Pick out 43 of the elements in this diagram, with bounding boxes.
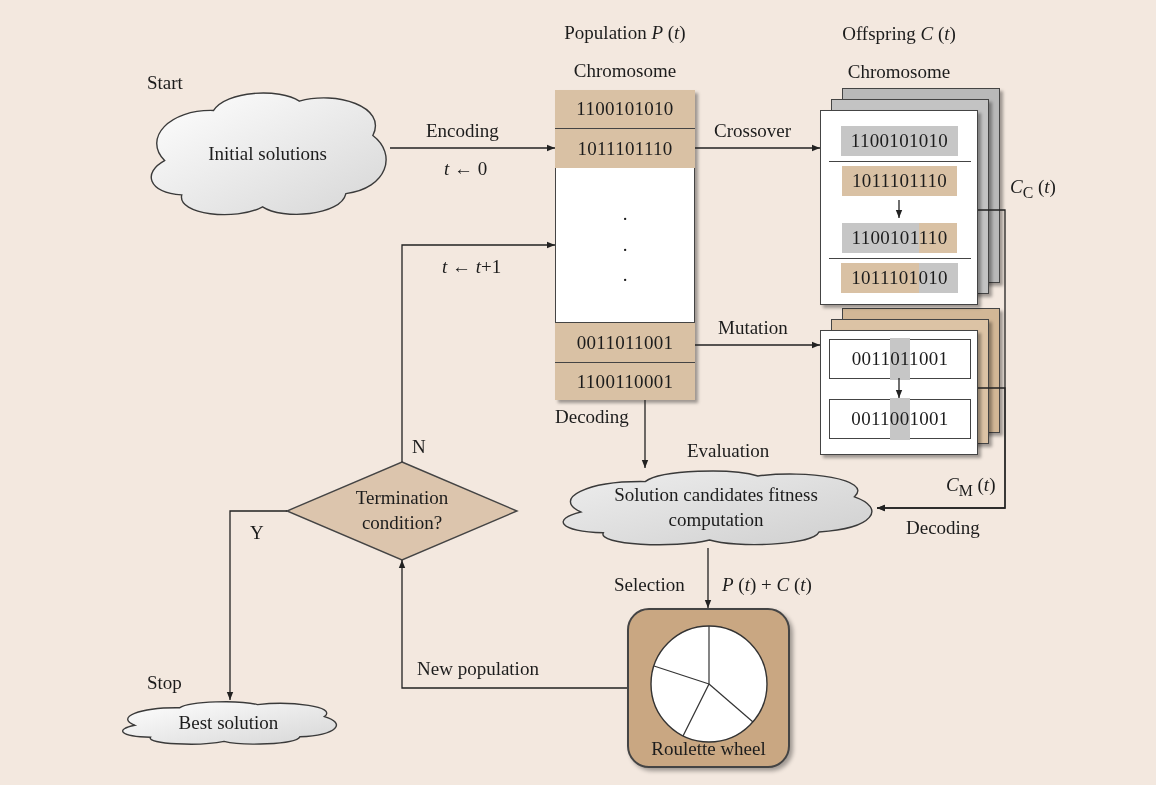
chromosome-row — [829, 399, 971, 439]
chromosome-row — [829, 339, 971, 379]
column-heading: Population P (t) — [563, 22, 687, 44]
bit-string: 1100101010 — [840, 125, 959, 156]
chromosome-pair — [829, 219, 971, 297]
arrow — [401, 241, 556, 463]
ellipsis-dot: . — [622, 201, 628, 226]
arrow — [704, 547, 712, 609]
bit-string: 1011101110 — [841, 166, 958, 196]
bit-string: 0011011001 — [851, 338, 949, 380]
chromosome-pair — [829, 121, 971, 201]
ellipsis-dot: . — [622, 263, 628, 288]
node-label: Initial solutions — [208, 141, 327, 166]
bit-string: 0011001001 — [851, 398, 949, 440]
arrow — [694, 144, 821, 152]
arrow — [876, 387, 1006, 512]
bit-string: 1100101110 — [841, 223, 958, 253]
chromosome-row — [555, 128, 695, 168]
chromosome-row — [555, 362, 695, 400]
arrow — [895, 377, 903, 399]
roulette-wheel-panel — [627, 608, 790, 768]
bit-string: 1100101010 — [576, 98, 674, 120]
node-label: Best solution — [178, 710, 279, 735]
chromosome-row — [555, 322, 695, 362]
node-label: Termination condition? — [354, 486, 450, 535]
bit-string: 0011011001 — [576, 331, 674, 354]
node-label: Solution candidates fitness computation — [613, 483, 819, 532]
bit-string: 1100110001 — [576, 370, 674, 393]
chromosome-row — [555, 90, 695, 128]
arrow — [398, 559, 628, 689]
bit-string: 1011101110 — [577, 137, 673, 160]
bit-string: 1011101010 — [841, 262, 958, 293]
arrow — [389, 144, 556, 152]
arrow — [694, 341, 821, 349]
column-heading: Chromosome — [846, 61, 952, 83]
arrow — [226, 510, 288, 701]
arrow — [641, 399, 649, 469]
column-heading: Chromosome — [572, 60, 678, 82]
node-label: Roulette wheel — [650, 738, 767, 760]
edge-label: P (t) + C (t) — [720, 574, 814, 597]
ellipsis-dot: . — [622, 232, 628, 257]
arrow — [895, 199, 903, 219]
column-heading: Offspring C (t) — [841, 23, 957, 45]
